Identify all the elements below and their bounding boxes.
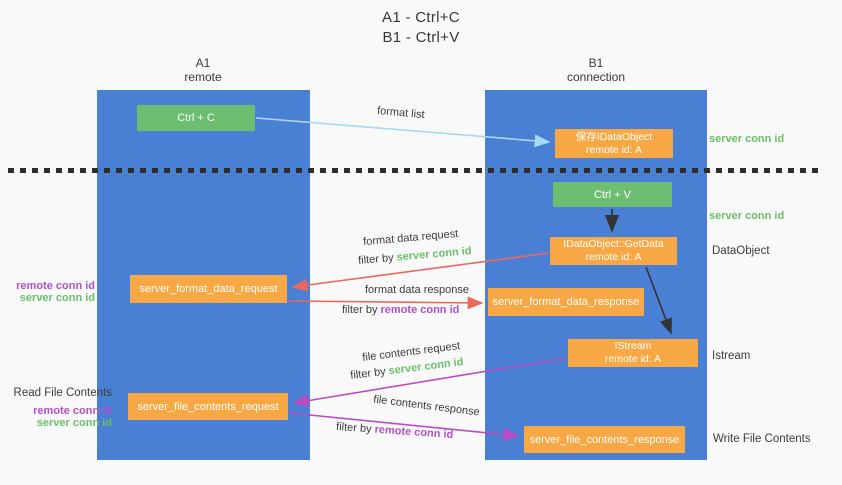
file-request-label: server_file_contents_request	[137, 400, 279, 413]
column-b1-name: B1	[588, 56, 604, 70]
getdata-line1: IDataObject::GetData	[563, 238, 664, 250]
title-line-1: A1 - Ctrl+C	[382, 9, 460, 26]
node-ctrl-v: Ctrl + V	[553, 182, 672, 207]
format-data-request-arrow	[291, 252, 550, 292]
file-contents-response-arrow	[289, 412, 520, 441]
ctrl-v-label: Ctrl + V	[594, 188, 631, 201]
node-server-format-data-response: server_format_data_response	[488, 288, 644, 316]
node-server-format-data-request: server_format_data_request	[130, 275, 287, 303]
server-conn-id-right-top: server conn id	[709, 133, 785, 145]
write-file-contents-label: Write File Contents	[713, 433, 811, 445]
node-idataobject-getdata: IDataObject::GetData remote id: A	[550, 237, 677, 265]
node-server-file-contents-request: server_file_contents_request	[128, 393, 288, 420]
getdata-to-istream-arrow	[645, 266, 672, 335]
column-a1-name: A1	[195, 56, 211, 70]
format-data-response-arrow	[288, 296, 484, 310]
left-conn-id-block-top: remote conn id server conn id	[0, 280, 95, 304]
filter-by-text: filter by	[342, 304, 381, 316]
node-save-dataobject: 保存IDataObject remote id: A	[555, 129, 673, 158]
istream-line2: remote id: A	[604, 353, 662, 365]
column-b1-role: connection	[566, 70, 626, 84]
format-response-label: server_format_data_response	[492, 296, 640, 308]
title-line-2: B1 - Ctrl+V	[382, 29, 460, 46]
node-istream: IStream remote id: A	[568, 339, 698, 367]
server-conn-id-right-mid: server conn id	[709, 210, 785, 222]
diagram-title: A1 - Ctrl+C B1 - Ctrl+V	[0, 8, 842, 48]
remote-conn-id-left-2: remote conn id	[33, 405, 112, 417]
remote-conn-id-left-1: remote conn id	[16, 280, 95, 292]
read-file-contents-label: Read File Contents	[13, 387, 112, 399]
format-request-label: server_format_data_request	[139, 283, 278, 295]
istream-side-label: Istream	[712, 350, 751, 362]
server-conn-id-left-1: server conn id	[19, 292, 95, 304]
column-a1-role: remote	[184, 70, 222, 84]
column-header-a1: A1 remote	[143, 56, 263, 84]
ctrl-c-label: Ctrl + C	[177, 112, 215, 124]
format-data-response-label: format data response	[365, 284, 469, 296]
save-dataobject-line2: remote id: A	[585, 143, 643, 156]
getdata-line2: remote id: A	[585, 251, 642, 263]
save-dataobject-line1: 保存IDataObject	[575, 130, 653, 143]
session-separator-line	[8, 168, 824, 173]
node-ctrl-c: Ctrl + C	[137, 105, 255, 131]
left-conn-id-block-bottom: Read File Contents remote conn id server…	[0, 387, 112, 429]
server-conn-id-left-2: server conn id	[36, 417, 112, 429]
istream-line1: IStream	[614, 340, 652, 352]
file-response-label: server_file_contents_response	[529, 433, 680, 446]
remote-conn-id-text: remote conn id	[380, 304, 460, 316]
node-server-file-contents-response: server_file_contents_response	[524, 426, 685, 453]
file-contents-request-arrow	[292, 357, 567, 407]
dataobject-side-label: DataObject	[712, 245, 770, 257]
format-list-arrow	[255, 117, 551, 148]
column-header-b1: B1 connection	[536, 56, 656, 84]
filter-by-remote-conn-id-1: filter by remote conn id	[342, 304, 459, 316]
